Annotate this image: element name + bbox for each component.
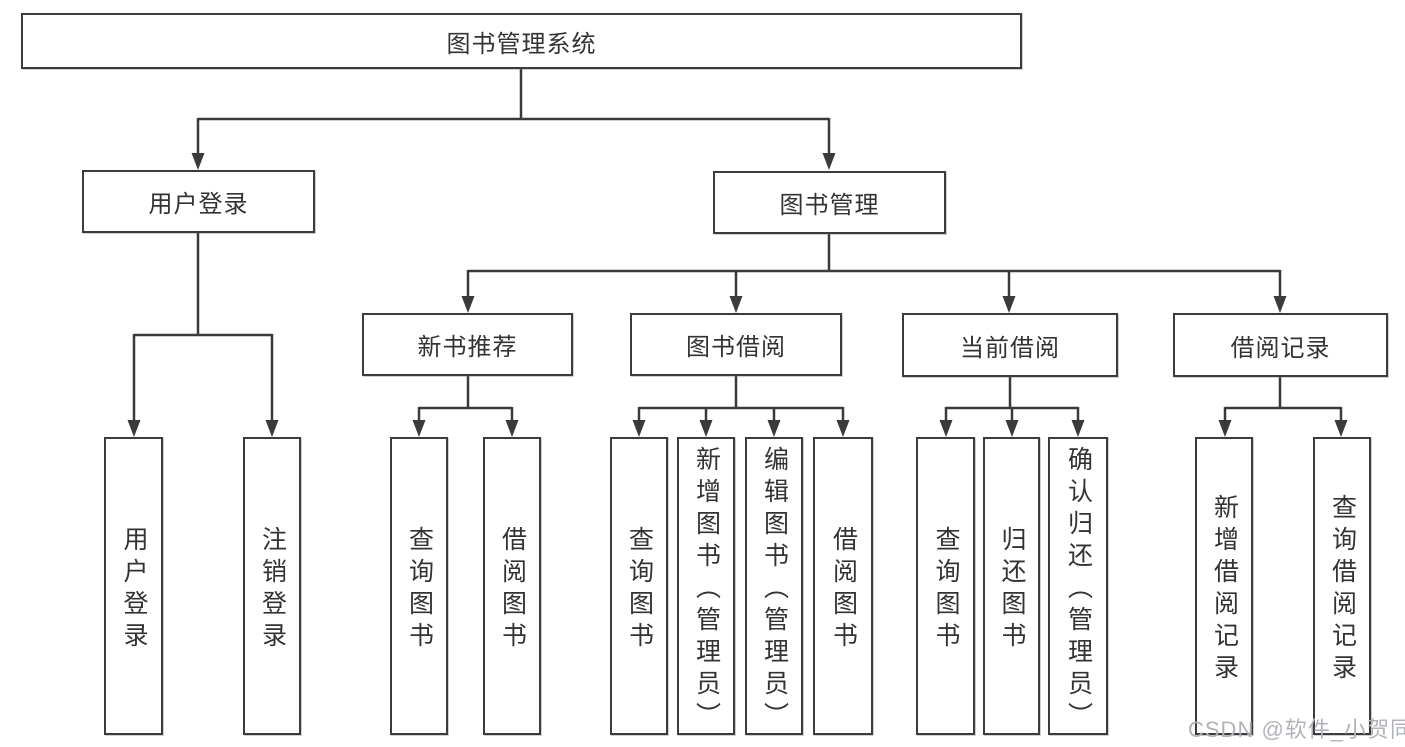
leaf-query-books: 查询图书 (610, 437, 668, 735)
node-label: 新书推荐 (417, 334, 518, 361)
node-borrow-records: 借阅记录 (1173, 313, 1388, 377)
leaf-edit-books-admin: 编辑图书（管理员） (745, 437, 803, 735)
node-current-borrow: 当前借阅 (902, 313, 1118, 377)
node-label: 图书管理系统 (446, 30, 597, 58)
leaf-query-borrow-record: 查询借阅记录 (1313, 437, 1371, 735)
leaf-query-books: 查询图书 (390, 437, 448, 735)
node-label: 借阅记录 (1230, 334, 1331, 362)
leaf-label: 用户登录 (120, 525, 148, 654)
leaf-label: 归还图书 (998, 525, 1026, 654)
leaf-query-books: 查询图书 (916, 437, 975, 735)
leaf-return-books: 归还图书 (983, 437, 1040, 735)
node-book-management: 图书管理 (713, 171, 946, 234)
leaf-label: 注销登录 (258, 525, 287, 654)
leaf-label: 查询图书 (625, 525, 654, 654)
node-book-borrow: 图书借阅 (630, 313, 842, 376)
leaf-confirm-return-admin: 确认归还（管理员） (1048, 437, 1108, 735)
leaf-user-login: 用户登录 (104, 437, 163, 735)
node-label: 当前借阅 (960, 334, 1060, 362)
leaf-add-borrow-record: 新增借阅记录 (1195, 437, 1253, 735)
leaf-add-books-admin: 新增图书（管理员） (677, 437, 735, 735)
leaf-label: 查询借阅记录 (1328, 493, 1357, 686)
leaf-label: 借阅图书 (829, 525, 858, 654)
leaf-label: 确认归还（管理员） (1064, 445, 1093, 734)
leaf-label: 新增借阅记录 (1210, 493, 1239, 686)
leaf-label: 借阅图书 (498, 525, 527, 654)
node-new-book-recommend: 新书推荐 (362, 313, 573, 376)
leaf-label: 查询图书 (932, 525, 960, 654)
node-label: 用户登录 (148, 191, 249, 218)
leaf-label: 新增图书（管理员） (692, 445, 721, 734)
leaf-label: 编辑图书（管理员） (760, 445, 789, 734)
node-label: 图书管理 (779, 192, 880, 219)
leaf-logout: 注销登录 (243, 437, 301, 735)
node-user-login: 用户登录 (82, 170, 315, 233)
node-label: 图书借阅 (686, 334, 786, 361)
leaf-borrow-books: 借阅图书 (813, 437, 873, 735)
csdn-watermark: CSDN @软件_小贺同学 (1188, 717, 1405, 742)
node-root-system: 图书管理系统 (21, 13, 1022, 69)
leaf-label: 查询图书 (405, 525, 434, 654)
arrowhead-icons (127, 153, 1348, 437)
leaf-borrow-books: 借阅图书 (483, 437, 541, 735)
